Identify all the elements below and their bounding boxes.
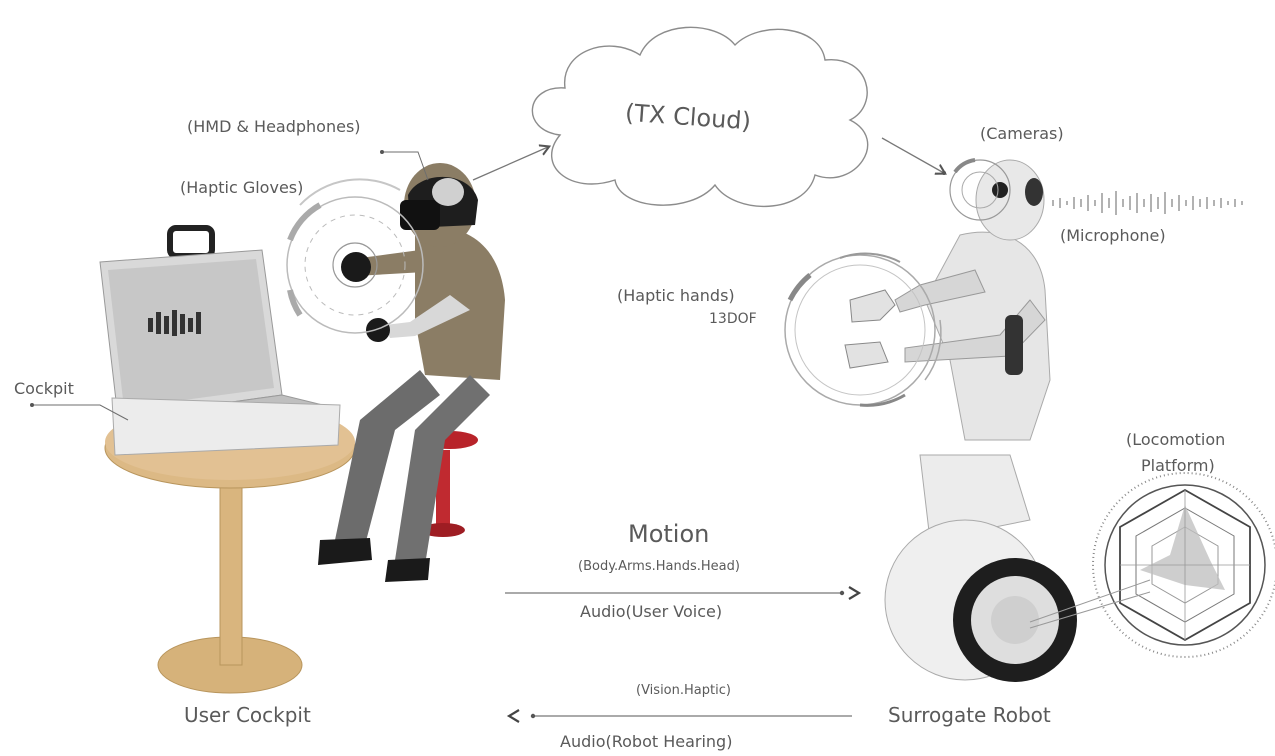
leader-lines xyxy=(32,151,429,421)
haptic-hands-hud xyxy=(784,252,942,407)
haptic-gloves-label: (Haptic Gloves) xyxy=(180,178,304,197)
feedback-flow-arrowhead xyxy=(506,709,520,723)
link-user-to-cloud xyxy=(472,147,548,181)
microphone-waveform xyxy=(1052,191,1243,215)
hmd-label: (HMD & Headphones) xyxy=(187,117,361,136)
motion-detail: (Body.Arms.Hands.Head) xyxy=(578,559,740,574)
camera-hud xyxy=(949,158,1011,221)
motion-flow-arrowhead xyxy=(848,586,862,600)
link-cloud-to-robot xyxy=(881,137,944,173)
robot-figure xyxy=(844,159,1077,682)
locomotion-label-line2: Platform) xyxy=(1141,456,1215,475)
user-cockpit-label: User Cockpit xyxy=(184,703,311,727)
cloud-shape xyxy=(531,26,869,208)
locomotion-label-line1: (Locomotion xyxy=(1126,430,1226,449)
audio-user-voice: Audio(User Voice) xyxy=(580,602,723,621)
motion-title: Motion xyxy=(628,520,710,548)
cameras-label: (Cameras) xyxy=(980,124,1064,143)
dof-label: 13DOF xyxy=(709,311,757,327)
cockpit-briefcase xyxy=(99,225,341,456)
cockpit-label: Cockpit xyxy=(14,379,74,398)
user-figure xyxy=(318,163,505,582)
haptic-hands-label: (Haptic hands) xyxy=(617,286,735,305)
surrogate-robot-label: Surrogate Robot xyxy=(888,703,1051,727)
glove-hud xyxy=(286,178,424,334)
vision-haptic-label: (Vision.Haptic) xyxy=(636,683,731,698)
locomotion-radar xyxy=(1029,472,1275,658)
microphone-label: (Microphone) xyxy=(1060,226,1166,245)
audio-robot-hearing: Audio(Robot Hearing) xyxy=(560,732,733,751)
